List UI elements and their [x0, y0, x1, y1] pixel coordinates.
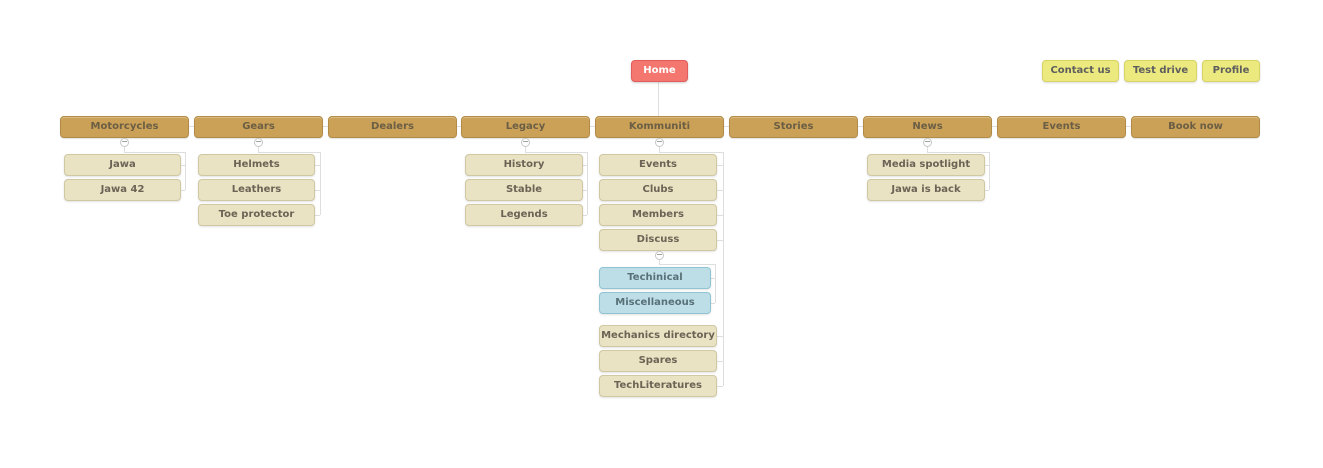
connector-line: [583, 215, 587, 216]
connector-line: [587, 152, 588, 215]
connector-line: [927, 152, 989, 153]
connector-line: [715, 264, 716, 303]
nav-node-legacy[interactable]: Legacy: [461, 116, 590, 138]
connector-line: [258, 147, 259, 152]
node-home[interactable]: Home: [631, 60, 688, 82]
connector-line: [985, 165, 989, 166]
nav-node-dealers[interactable]: Dealers: [328, 116, 457, 138]
action-button-test-drive[interactable]: Test drive: [1124, 60, 1197, 82]
collapse-toggle-news[interactable]: −: [923, 137, 932, 147]
connector-line: [525, 147, 526, 152]
action-button-profile[interactable]: Profile: [1202, 60, 1260, 82]
connector-line: [258, 152, 320, 153]
connector-line: [525, 152, 587, 153]
connector-line: [717, 190, 723, 191]
subnav-node-discuss[interactable]: Discuss: [599, 229, 717, 251]
connector-line: [717, 215, 723, 216]
connector-line: [927, 147, 928, 152]
collapse-toggle-kommuniti[interactable]: −: [655, 137, 664, 147]
subnav-node-legends[interactable]: Legends: [465, 204, 583, 226]
nav-node-gears[interactable]: Gears: [194, 116, 323, 138]
subnav-node-techliteratures[interactable]: TechLiteratures: [599, 375, 717, 397]
connector-line: [658, 82, 659, 116]
connector-line: [659, 152, 723, 153]
subnav-node-jawa-42[interactable]: Jawa 42: [64, 179, 181, 201]
subnav-node-history[interactable]: History: [465, 154, 583, 176]
subnav-node-leathers[interactable]: Leathers: [198, 179, 315, 201]
connector-line: [659, 147, 660, 152]
collapse-toggle-gears[interactable]: −: [254, 137, 263, 147]
connector-line: [181, 190, 185, 191]
subnav-node-toe-protector[interactable]: Toe protector: [198, 204, 315, 226]
subnav-node-jawa[interactable]: Jawa: [64, 154, 181, 176]
subnav-node-spares[interactable]: Spares: [599, 350, 717, 372]
connector-line: [659, 260, 660, 264]
connector-line: [124, 152, 185, 153]
connector-line: [583, 190, 587, 191]
connector-line: [185, 152, 186, 190]
connector-line: [315, 215, 320, 216]
subnav-node-clubs[interactable]: Clubs: [599, 179, 717, 201]
connector-line: [315, 190, 320, 191]
collapse-toggle-legacy[interactable]: −: [521, 137, 530, 147]
nav-node-events[interactable]: Events: [997, 116, 1126, 138]
subnav-node-events[interactable]: Events: [599, 154, 717, 176]
connector-line: [723, 152, 724, 386]
connector-line: [717, 165, 723, 166]
nav-node-news[interactable]: News: [863, 116, 992, 138]
connector-line: [989, 152, 990, 190]
collapse-toggle-motorcycles[interactable]: −: [120, 137, 129, 147]
connector-line: [659, 264, 715, 265]
connector-line: [717, 386, 723, 387]
connector-line: [985, 190, 989, 191]
nav-node-kommuniti[interactable]: Kommuniti: [595, 116, 724, 138]
connector-line: [717, 361, 723, 362]
connector-line: [320, 152, 321, 215]
nav-node-stories[interactable]: Stories: [729, 116, 858, 138]
subnav-node-members[interactable]: Members: [599, 204, 717, 226]
connector-line: [181, 165, 185, 166]
subnav-node-mechanics-directory[interactable]: Mechanics directory: [599, 325, 717, 347]
subnav-node-techinical[interactable]: Techinical: [599, 267, 711, 289]
subnav-node-helmets[interactable]: Helmets: [198, 154, 315, 176]
subnav-node-jawa-is-back[interactable]: Jawa is back: [867, 179, 985, 201]
connector-line: [315, 165, 320, 166]
subnav-node-media-spotlight[interactable]: Media spotlight: [867, 154, 985, 176]
nav-node-motorcycles[interactable]: Motorcycles: [60, 116, 189, 138]
connector-line: [124, 147, 125, 152]
subnav-node-stable[interactable]: Stable: [465, 179, 583, 201]
collapse-toggle-discuss[interactable]: −: [655, 250, 664, 260]
connector-line: [583, 165, 587, 166]
connector-line: [711, 303, 715, 304]
connector-line: [711, 278, 715, 279]
connector-line: [717, 336, 723, 337]
connector-line: [717, 240, 723, 241]
subnav-node-miscellaneous[interactable]: Miscellaneous: [599, 292, 711, 314]
nav-node-book-now[interactable]: Book now: [1131, 116, 1260, 138]
action-button-contact-us[interactable]: Contact us: [1042, 60, 1119, 82]
